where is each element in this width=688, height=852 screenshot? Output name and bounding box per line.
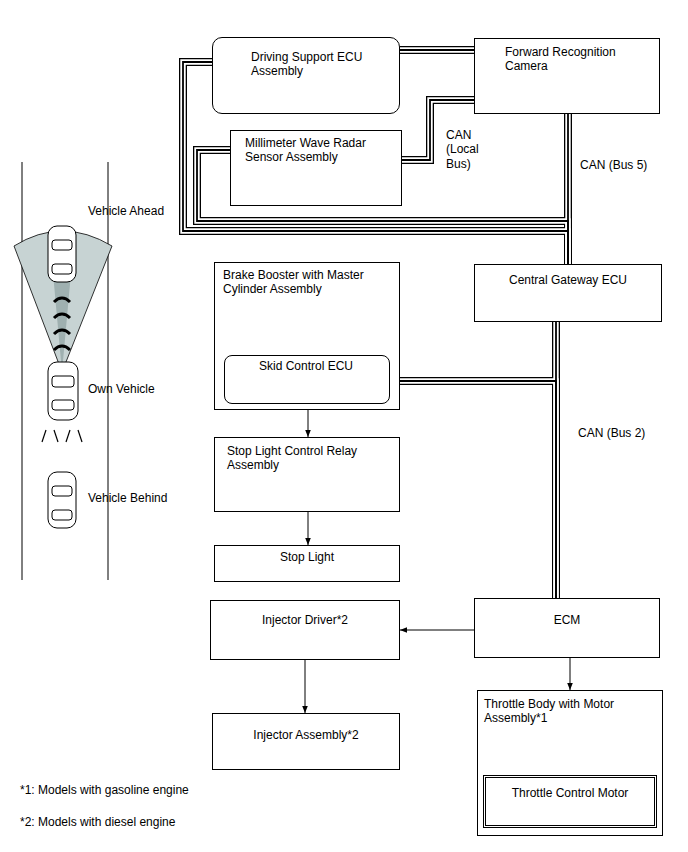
- signal-arrow: [308, 512, 309, 545]
- can-bus-line: [564, 114, 572, 264]
- inner-component-box: Throttle Control Motor: [483, 775, 657, 828]
- road-marks: [42, 430, 82, 442]
- box-label: Injector Driver*2: [217, 613, 393, 627]
- component-box: Injector Assembly*2: [212, 713, 400, 770]
- road-edge: [22, 162, 23, 580]
- box-label: Injector Assembly*2: [219, 728, 393, 742]
- inner-component-box: Skid Control ECU: [224, 355, 390, 404]
- box-label: Millimeter Wave Radar Sensor Assembly: [245, 136, 395, 165]
- can-bus-gap: [565, 114, 570, 264]
- can-bus-core: [390, 381, 556, 598]
- box-label: Stop Light: [221, 550, 393, 564]
- component-box: Forward Recognition Camera: [474, 38, 660, 114]
- box-label: Driving Support ECU Assembly: [251, 50, 393, 79]
- component-box: Driving Support ECU Assembly: [212, 37, 400, 114]
- can-bus-line: [390, 381, 556, 598]
- bus-label: CAN (Bus 5): [578, 158, 649, 172]
- signal-arrow: [305, 660, 306, 713]
- vehicle-label: Vehicle Behind: [88, 491, 167, 505]
- component-box: Central Gateway ECU: [474, 264, 662, 322]
- bus-label: CAN (Bus 2): [576, 426, 647, 440]
- signal-arrow: [400, 630, 474, 631]
- box-label: ECM: [481, 613, 653, 627]
- box-label: Brake Booster with Master Cylinder Assem…: [223, 268, 393, 297]
- component-box: Millimeter Wave Radar Sensor Assembly: [230, 130, 402, 206]
- component-box: Brake Booster with Master Cylinder Assem…: [214, 262, 400, 410]
- signal-chevrons: [54, 298, 70, 350]
- road-edge: [108, 162, 109, 580]
- box-label: Central Gateway ECU: [481, 273, 655, 287]
- own-vehicle-figure: [48, 362, 78, 420]
- box-label: Throttle Body with Motor Assembly*1: [484, 697, 656, 726]
- can-bus-core: [567, 114, 569, 264]
- footnote: *2: Models with diesel engine: [20, 815, 175, 829]
- component-box: ECM: [474, 598, 660, 658]
- component-box: Stop Light: [214, 545, 400, 582]
- vehicle-label: Vehicle Ahead: [88, 204, 164, 218]
- signal-arrow: [570, 658, 571, 690]
- vehicle-ahead-figure: [48, 226, 76, 282]
- can-bus-core: [400, 49, 474, 51]
- component-box: Injector Driver*2: [210, 600, 400, 660]
- can-bus-line: [400, 46, 474, 54]
- box-label: Forward Recognition Camera: [505, 45, 653, 74]
- component-box: Throttle Body with Motor Assembly*1Throt…: [477, 690, 663, 836]
- box-label: Throttle Control Motor: [492, 786, 648, 800]
- vehicle-label: Own Vehicle: [88, 382, 155, 396]
- box-label: Stop Light Control Relay Assembly: [227, 444, 393, 473]
- vehicle-behind-figure: [48, 472, 76, 528]
- can-bus-gap: [400, 47, 474, 52]
- footnote: *1: Models with gasoline engine: [20, 783, 189, 797]
- bus-label: CAN (Local Bus): [444, 128, 492, 171]
- component-box: Stop Light Control Relay Assembly: [214, 437, 400, 512]
- box-label: Skid Control ECU: [259, 359, 383, 373]
- can-bus-gap: [390, 381, 556, 598]
